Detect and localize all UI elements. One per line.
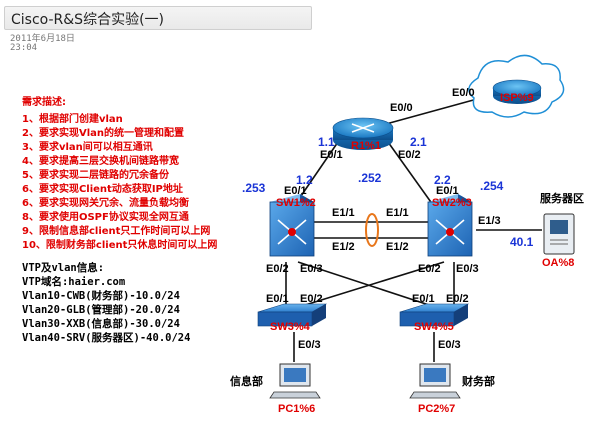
vlan-entry: Vlan10-CWB(财务部)-10.0/24 <box>22 289 180 302</box>
requirement-item: 3、要求vlan间可以相互通讯 <box>22 140 153 153</box>
ip-label: .252 <box>358 171 382 185</box>
vtp-heading: VTP及vlan信息: <box>22 261 104 274</box>
ip-label: 1.1 <box>318 135 335 149</box>
server-screen <box>550 220 568 234</box>
switch-center-icon <box>446 228 454 236</box>
sw3-switch[interactable]: SW3%4 <box>257 303 328 333</box>
sw1-label: SW1%2 <box>276 197 316 209</box>
link-r1-isp <box>385 95 489 125</box>
post-time: 23:04 <box>10 43 38 53</box>
vtp-domain: VTP域名:haier.com <box>22 275 125 288</box>
requirement-item: 8、要求使用OSPF协议实现全网互通 <box>22 210 189 223</box>
port-label: E0/3 <box>438 339 461 351</box>
port-label: E1/1 <box>332 207 355 219</box>
port-label: E1/3 <box>478 215 501 227</box>
requirements-heading: 需求描述: <box>22 95 66 108</box>
keyboard-icon <box>269 391 321 399</box>
r1-router[interactable]: R1%1 <box>332 117 394 152</box>
port-label: E1/2 <box>332 241 355 253</box>
port-label: E0/2 <box>398 149 421 161</box>
finance-dept-label: 财务部 <box>461 374 495 388</box>
link-r1-sw2 <box>387 141 439 213</box>
vlan-entry: Vlan40-SRV(服务器区)-40.0/24 <box>22 331 190 344</box>
ip-label: .253 <box>242 181 266 195</box>
requirement-item: 10、限制财务部client只休息时间可以上网 <box>22 238 217 251</box>
link-sw1-sw4 <box>297 261 433 307</box>
switch-side <box>312 304 326 326</box>
port-label: E0/0 <box>452 87 475 99</box>
requirements-block: 需求描述: 1、根据部门创建vlan 2、要求实现Vlan的统一管理和配置 3、… <box>22 95 217 251</box>
pc2-computer[interactable]: PC2%7 <box>409 363 461 415</box>
sw2-label: SW2%3 <box>432 197 472 209</box>
pc-screen <box>284 368 306 382</box>
port-label: E0/2 <box>266 263 289 275</box>
port-label: E0/2 <box>300 293 323 305</box>
port-label: E0/1 <box>412 293 435 305</box>
port-label: E1/2 <box>386 241 409 253</box>
r1-label: R1%1 <box>351 140 381 152</box>
info-dept-label: 信息部 <box>230 374 263 388</box>
requirement-item: 6、要求实现Client动态获取IP地址 <box>22 182 183 195</box>
requirement-item: 6、要求实现网关冗余、流量负载均衡 <box>22 196 189 209</box>
ip-label: .254 <box>480 179 504 193</box>
post-date: 2011年6月18日 <box>10 34 75 44</box>
vtp-block: VTP及vlan信息: VTP域名:haier.com Vlan10-CWB(财… <box>22 261 190 344</box>
router-top <box>492 79 542 97</box>
requirement-item: 2、要求实现Vlan的统一管理和配置 <box>22 126 184 139</box>
sw2-switch[interactable]: SW2%3 <box>427 194 473 257</box>
port-label: E0/3 <box>456 263 479 275</box>
port-label: E0/3 <box>298 339 321 351</box>
port-labels: E0/0 E0/0 E0/1 E0/2 E0/1 E1/1 E1/2 E0/2 … <box>266 87 501 351</box>
isp-label: ISP%9 <box>500 92 534 104</box>
pc1-label: PC1%6 <box>278 403 315 415</box>
post-title[interactable]: Cisco-R&S综合实验(一) <box>11 12 164 28</box>
port-label: E1/1 <box>386 207 409 219</box>
sw4-switch[interactable]: SW4%5 <box>399 303 470 333</box>
requirement-item: 9、限制信息部client只工作时间可以上网 <box>22 224 210 237</box>
oa-server[interactable]: OA%8 <box>542 213 575 269</box>
post-header: Cisco-R&S综合实验(一) 2011年6月18日 23:04 <box>0 0 600 53</box>
port-label: E0/2 <box>446 293 469 305</box>
port-label: E0/3 <box>300 263 323 275</box>
port-label: E0/1 <box>436 185 459 197</box>
requirement-item: 5、要求实现二层链路的冗余备份 <box>22 168 170 181</box>
isp-router[interactable]: ISP%9 <box>468 54 565 118</box>
switch-side <box>454 304 468 326</box>
keyboard-icon <box>409 391 461 399</box>
pc-screen <box>424 368 446 382</box>
oa-label: OA%8 <box>542 257 574 269</box>
pc2-label: PC2%7 <box>418 403 455 415</box>
ip-label: 2.2 <box>434 173 451 187</box>
link-sw2-sw3 <box>301 261 445 307</box>
vlan-entry: Vlan30-XXB(信息部)-30.0/24 <box>22 317 180 330</box>
sw1-switch[interactable]: SW1%2 <box>269 194 316 257</box>
sw4-label: SW4%5 <box>414 321 454 333</box>
requirement-item: 4、要求提高三层交换机间链路带宽 <box>22 154 179 167</box>
etherchannel-bundle-icon <box>365 213 379 247</box>
port-label: E0/1 <box>266 293 289 305</box>
port-label: E0/0 <box>390 102 413 114</box>
port-label: E0/2 <box>418 263 441 275</box>
ip-label: 1.2 <box>296 173 313 187</box>
router-arrows-icon <box>351 123 375 133</box>
ip-label: 2.1 <box>410 135 427 149</box>
sw3-label: SW3%4 <box>270 321 311 333</box>
pc1-computer[interactable]: PC1%6 <box>269 363 321 415</box>
post-title-bar[interactable]: Cisco-R&S综合实验(一) <box>4 6 312 30</box>
ip-label: 40.1 <box>510 235 534 249</box>
vlan-entry: Vlan20-GLB(管理部)-20.0/24 <box>22 303 180 316</box>
requirement-item: 1、根据部门创建vlan <box>22 112 123 125</box>
port-label: E0/1 <box>284 185 307 197</box>
server-area-label: 服务器区 <box>540 191 584 205</box>
port-label: E0/1 <box>320 149 343 161</box>
ip-labels: 1.1 2.1 1.2 2.2 .253 .252 .254 40.1 <box>242 135 534 249</box>
switch-center-icon <box>288 228 296 236</box>
